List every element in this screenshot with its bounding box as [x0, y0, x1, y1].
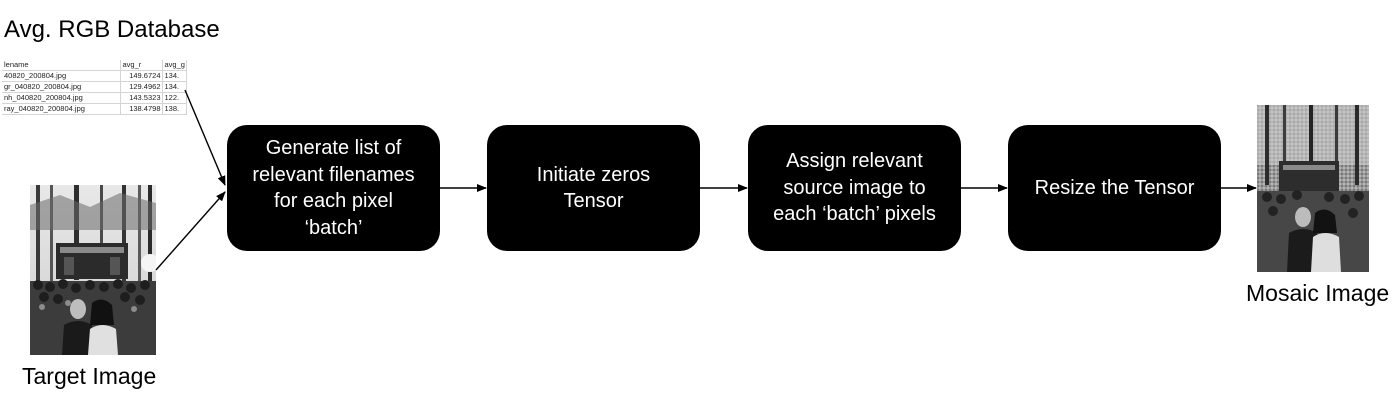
- table-row: 40820_200804.jpg 149.6724 134.: [2, 70, 187, 82]
- table-row: ray_040820_200804.jpg 138.4798 138.: [2, 103, 187, 115]
- database-title: Avg. RGB Database: [4, 16, 220, 43]
- table-cell: 149.6724: [120, 70, 163, 82]
- arrow-target-to-step1: [155, 191, 226, 271]
- table-cell: 138.: [162, 103, 187, 115]
- target-image: [30, 185, 156, 355]
- step-label: Assign relevant source image to each ‘ba…: [773, 150, 936, 226]
- table-cell: 143.5323: [120, 92, 163, 104]
- table-cell: 40820_200804.jpg: [2, 70, 121, 82]
- table-cell: 134.: [162, 70, 187, 82]
- step-label: Generate list of relevant filenames for …: [252, 137, 415, 239]
- step-initiate-tensor: Initiate zeros Tensor: [487, 125, 700, 251]
- arrow-database-to-step1: [184, 89, 226, 186]
- table-cell: ray_040820_200804.jpg: [2, 103, 121, 115]
- table-cell: 134.: [162, 81, 187, 93]
- step-label: Initiate zeros Tensor: [536, 163, 651, 213]
- column-header: avg_r: [120, 60, 163, 71]
- table-cell: 122.: [162, 92, 187, 104]
- table-row: nh_040820_200804.jpg 143.5323 122.: [2, 92, 187, 104]
- table-cell: 129.4962: [120, 81, 163, 93]
- step-generate-filenames: Generate list of relevant filenames for …: [227, 125, 440, 251]
- database-table: lename avg_r avg_g 40820_200804.jpg 149.…: [2, 60, 187, 115]
- step-resize-tensor: Resize the Tensor: [1008, 125, 1221, 251]
- step-assign-source-image: Assign relevant source image to each ‘ba…: [748, 125, 961, 251]
- table-cell: gr_040820_200804.jpg: [2, 81, 121, 93]
- mosaic-image-caption: Mosaic Image: [1246, 280, 1390, 306]
- column-header: avg_g: [162, 60, 187, 71]
- target-image-caption: Target Image: [22, 363, 157, 389]
- table-cell: nh_040820_200804.jpg: [2, 92, 121, 104]
- column-header: lename: [2, 60, 121, 71]
- step-label: Resize the Tensor: [1034, 176, 1195, 199]
- table-header-row: lename avg_r avg_g: [2, 60, 187, 71]
- table-row: gr_040820_200804.jpg 129.4962 134.: [2, 81, 187, 93]
- mosaic-image: [1257, 105, 1369, 272]
- table-cell: 138.4798: [120, 103, 163, 115]
